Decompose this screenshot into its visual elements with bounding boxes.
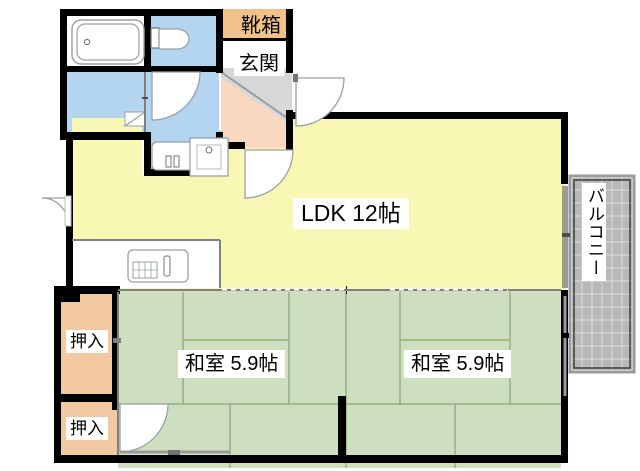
bath-entry-partition: [142, 72, 148, 132]
genkan-step-edge: [220, 71, 291, 121]
balcony-inner-frame: [573, 179, 631, 369]
washitsu-left-closet-marker[interactable]: [113, 338, 121, 343]
tatami-mats-right: [345, 292, 561, 468]
room-label-washitsu-right: 和室 5.9帖: [404, 350, 512, 378]
room-label-oshiire-lower: 押入: [66, 417, 108, 440]
room-label-kutsubako: 靴箱: [241, 15, 281, 37]
room-label-balcony: バルコニー: [582, 183, 606, 281]
washitsu-left-sill: [120, 450, 230, 455]
shoebox-fill: [221, 9, 289, 41]
genkan-inner-door-swing[interactable]: [244, 149, 294, 199]
toilet-icon: [150, 27, 190, 50]
washitsu-left-floor: [118, 290, 346, 468]
washing-machine-pan-icon: [189, 137, 229, 177]
entrance-door-swing[interactable]: [293, 74, 345, 127]
ldk-left-window[interactable]: [41, 195, 72, 227]
bath-folding-door[interactable]: [123, 111, 146, 127]
ldk-wall-stub: [561, 112, 568, 119]
toilet-door-swing[interactable]: [151, 71, 201, 121]
genkan-step-lower: [221, 78, 288, 148]
balcony-sliding-door[interactable]: [562, 186, 570, 288]
washitsu-right-floor: [346, 290, 561, 468]
room-label-genkan: 玄関: [234, 52, 284, 76]
room-label-washitsu-left: 和室 5.9帖: [178, 350, 286, 378]
bathtub-icon: [71, 19, 145, 65]
room-label-oshiire-upper: 押入: [66, 330, 108, 353]
washitsu-right-window[interactable]: [561, 296, 569, 396]
room-label-ldk: LDK 12帖: [293, 198, 409, 229]
kitchen-sink-icon: [127, 249, 189, 283]
balcony-outer-frame: [568, 174, 636, 374]
washbasin-icon: [151, 141, 199, 171]
